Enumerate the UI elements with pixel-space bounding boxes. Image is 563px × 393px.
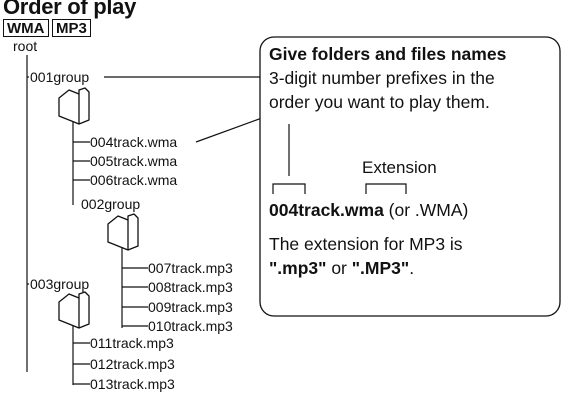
mp3-badge: MP3: [52, 19, 91, 37]
group-label: 002group: [81, 196, 141, 212]
track-label: 004track.wma: [90, 134, 178, 150]
example-name: 004track.wma: [269, 200, 384, 220]
folder-icon: [58, 291, 90, 329]
ext-lower: ".mp3": [269, 258, 327, 278]
folder-icon: [107, 213, 139, 251]
or-text: or: [326, 258, 352, 278]
ext-upper: ".MP3": [351, 258, 410, 278]
page-title: Order of play: [3, 0, 137, 19]
track-label: 013track.mp3: [90, 376, 175, 392]
callout-line: 3-digit number prefixes in the: [269, 68, 495, 88]
mp3-note-extensions: ".mp3" or ".MP3".: [269, 256, 414, 280]
callout-line: order you want to play them.: [269, 92, 490, 112]
track-label: 007track.mp3: [148, 260, 233, 276]
period: .: [409, 258, 415, 278]
naming-callout: Give folders and files names 3-digit num…: [259, 36, 561, 317]
track-label: 006track.wma: [90, 172, 178, 188]
wma-badge: WMA: [3, 19, 49, 37]
track-label: 009track.mp3: [148, 299, 233, 315]
track-label: 011track.mp3: [90, 335, 174, 351]
track-label: 005track.wma: [90, 153, 178, 169]
track-label: 008track.mp3: [148, 279, 233, 295]
root-label: root: [13, 38, 38, 54]
extension-label: Extension: [362, 158, 437, 177]
mp3-note: The extension for MP3 is: [269, 234, 463, 254]
example-alt: (or .WMA): [383, 200, 469, 220]
track-label: 010track.mp3: [148, 318, 233, 334]
callout-frame: [259, 36, 561, 317]
callout-title: Give folders and files names: [269, 44, 507, 64]
folder-icon: [58, 87, 90, 125]
group-label: 001group: [30, 69, 90, 85]
group-label: 003group: [30, 276, 90, 292]
track-label: 012track.mp3: [90, 356, 175, 372]
example-filename: 004track.wma (or .WMA): [269, 198, 468, 222]
